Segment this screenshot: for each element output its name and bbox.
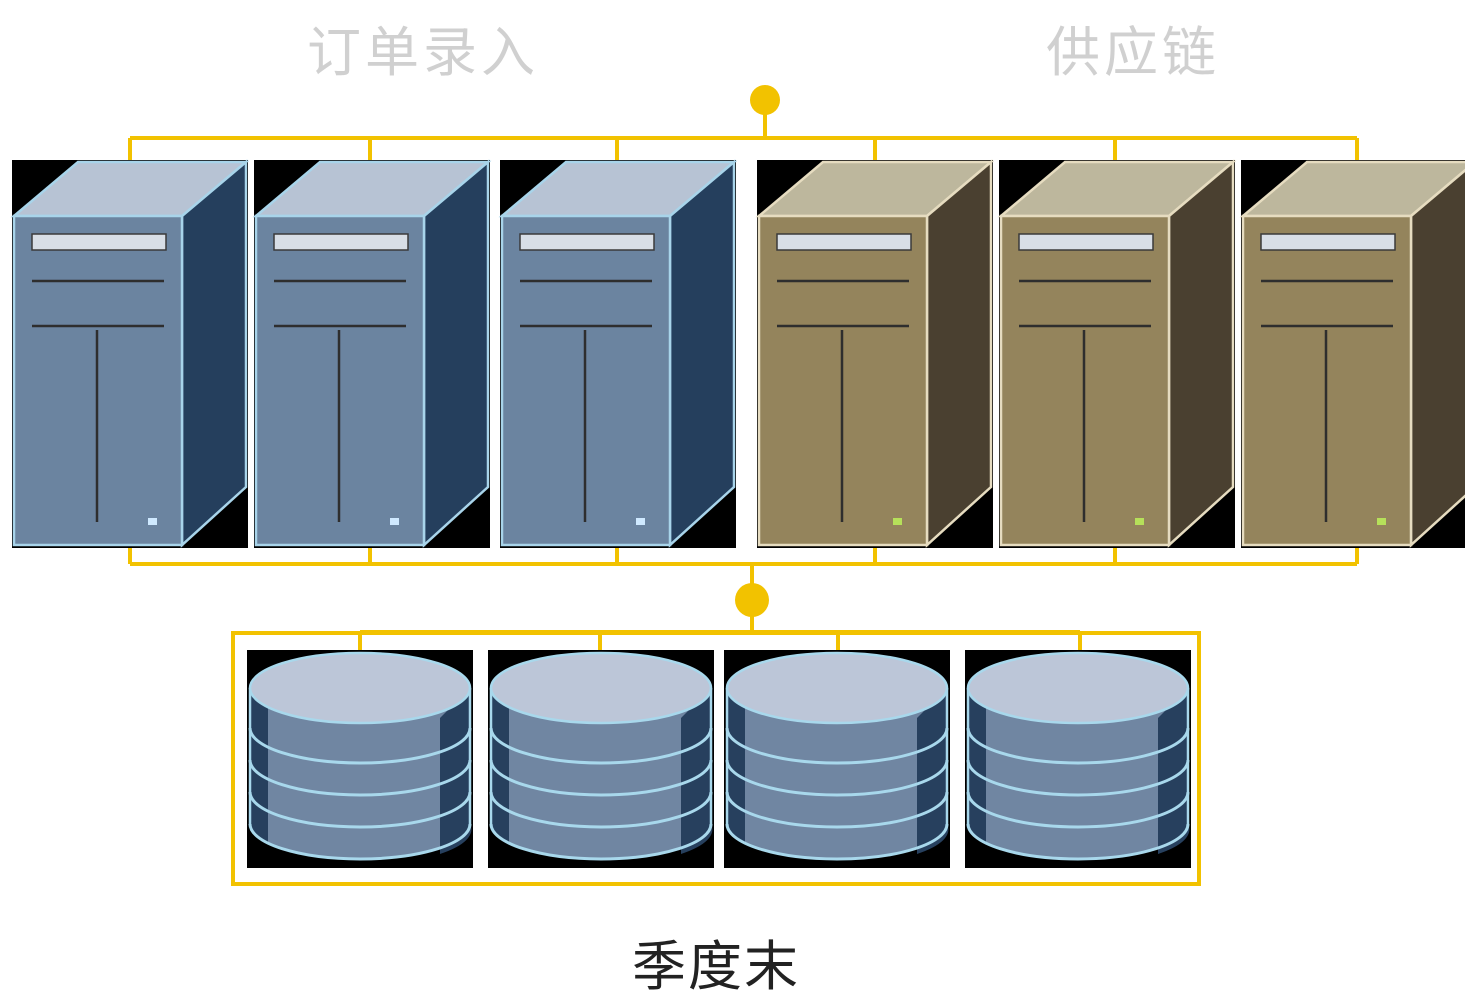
server-6 (1239, 160, 1465, 548)
disk-platter-ring (489, 823, 713, 861)
disk-platter-ring (966, 727, 1190, 765)
disk-top-face (248, 651, 472, 725)
server-1 (10, 159, 250, 548)
disk-platter-ring (248, 823, 472, 861)
server-drive-bay (31, 233, 167, 251)
disk-top-face (725, 651, 949, 725)
disk-stack-3 (724, 650, 950, 868)
supply-chain-label: 供应链 (1046, 21, 1220, 84)
top-junction-dot (750, 85, 780, 115)
bottom-junction-dot (735, 583, 769, 617)
server-drive-bay (519, 233, 655, 251)
server-side-face (1167, 159, 1235, 548)
server-5 (997, 159, 1237, 548)
disk-top-face (489, 651, 713, 725)
server-side-face (668, 159, 736, 548)
server-side-face (422, 159, 490, 548)
order-entry-label: 订单录入 (307, 21, 539, 84)
disk-stack-4 (965, 650, 1191, 868)
server-side-face (925, 159, 993, 548)
disk-body (250, 688, 470, 859)
quarter-end-label: 季度末 (632, 935, 800, 998)
server-side-face (1409, 168, 1465, 548)
server-drive-bay (273, 233, 409, 251)
server-4 (755, 159, 995, 548)
server-status-light (1377, 518, 1386, 525)
disk-platter-ring (489, 727, 713, 765)
disk-platter-ring (966, 823, 1190, 861)
server-status-light (893, 518, 902, 525)
server-status-light (148, 518, 157, 525)
server-status-light (390, 518, 399, 525)
disk-platter-ring (725, 791, 949, 829)
disk-platter-ring (489, 759, 713, 797)
server-drive-bay (776, 233, 912, 251)
server-status-light (636, 518, 645, 525)
server-status-light (1135, 518, 1144, 525)
disk-top-face (966, 651, 1190, 725)
server-3 (498, 159, 738, 548)
disk-body (968, 688, 1188, 859)
disk-platter-ring (489, 791, 713, 829)
server-drive-bay (1018, 233, 1154, 251)
disk-body (727, 688, 947, 859)
disk-platter-ring (725, 823, 949, 861)
server-row (10, 159, 1465, 548)
disk-platter-ring (725, 759, 949, 797)
disk-platter-ring (966, 791, 1190, 829)
disk-stack-1 (247, 650, 473, 868)
disk-platter-ring (248, 791, 472, 829)
disk-platter-ring (966, 759, 1190, 797)
disk-platter-ring (248, 759, 472, 797)
disk-stack-2 (488, 650, 714, 868)
connector-lines (128, 85, 1359, 886)
server-drive-bay (1260, 233, 1396, 251)
server-2 (252, 159, 492, 548)
disk-platter-ring (725, 727, 949, 765)
disk-row (247, 650, 1191, 868)
disk-body (491, 688, 711, 859)
server-side-face (180, 159, 248, 548)
disk-platter-ring (248, 727, 472, 765)
